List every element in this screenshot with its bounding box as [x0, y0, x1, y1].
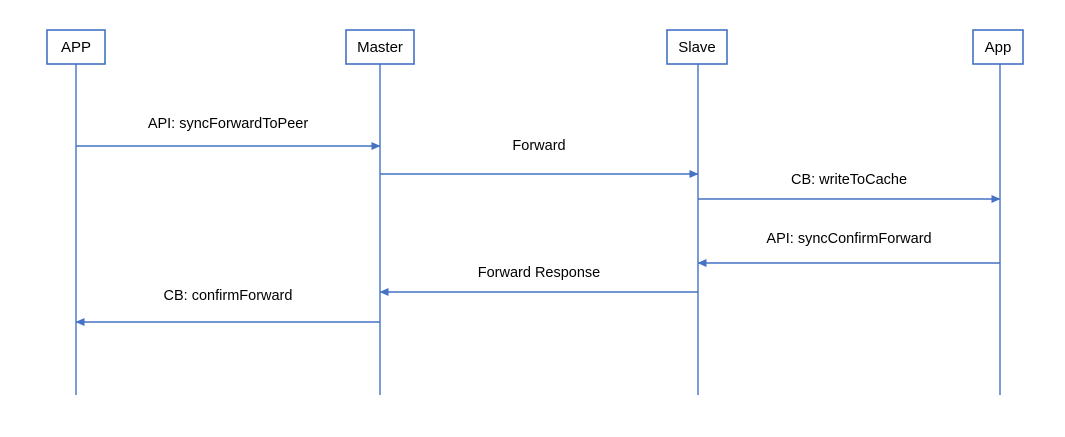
message-label-m4: API: syncConfirmForward	[766, 231, 931, 247]
lifeline-master[interactable]: Master	[345, 29, 415, 395]
lifeline-label-app_left: APP	[61, 39, 91, 56]
message-label-m3: CB: writeToCache	[791, 172, 907, 188]
message-label-m5: Forward Response	[478, 265, 601, 281]
message-m3[interactable]: CB: writeToCache	[698, 172, 1001, 203]
message-label-m2: Forward	[512, 138, 565, 154]
lifeline-header-box-slave[interactable]	[666, 29, 728, 65]
lifeline-app_right[interactable]: App	[972, 29, 1024, 395]
lifeline-header-box-master[interactable]	[345, 29, 415, 65]
lifeline-header-box-app_left[interactable]	[46, 29, 106, 65]
lifelines-group: APP Master Slave App	[46, 29, 1024, 395]
message-m4[interactable]: API: syncConfirmForward	[697, 231, 1000, 267]
message-m2[interactable]: Forward	[380, 138, 699, 178]
lifeline-header-box-app_right[interactable]	[972, 29, 1024, 65]
lifeline-slave[interactable]: Slave	[666, 29, 728, 395]
message-m6[interactable]: CB: confirmForward	[75, 288, 380, 326]
message-label-m1: API: syncForwardToPeer	[148, 116, 309, 132]
lifeline-app_left[interactable]: APP	[46, 29, 106, 395]
lifeline-label-slave: Slave	[678, 39, 716, 56]
lifeline-label-master: Master	[357, 39, 403, 56]
lifeline-label-app_right: App	[985, 39, 1012, 56]
message-m1[interactable]: API: syncForwardToPeer	[76, 116, 381, 150]
message-label-m6: CB: confirmForward	[164, 288, 293, 304]
message-m5[interactable]: Forward Response	[379, 265, 698, 296]
